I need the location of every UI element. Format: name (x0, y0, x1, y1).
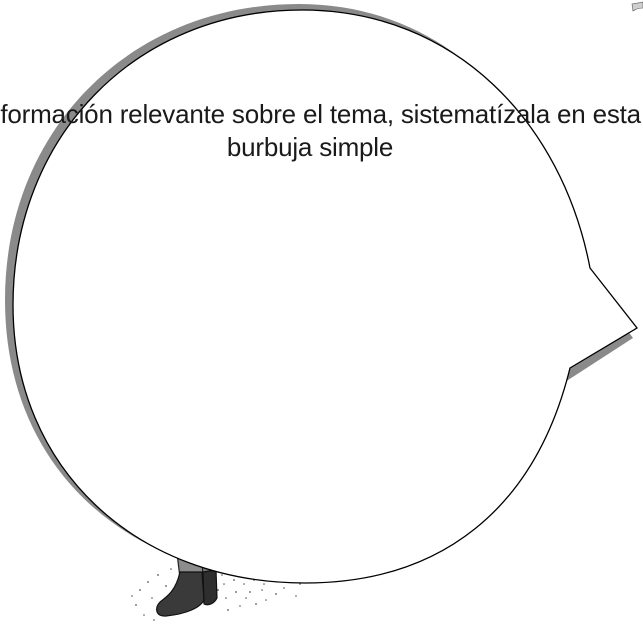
left-shoe-icon (156, 571, 205, 617)
corner-decoration-icon (631, 1, 643, 12)
bubble-text-line-2: burbuja simple (226, 132, 394, 162)
bubble-text: Información relevante sobre el tema, sis… (0, 98, 643, 164)
speech-bubble-icon (12, 9, 638, 584)
right-shoe-icon (202, 569, 218, 606)
bubble-text-line-1: Información relevante sobre el tema, sis… (0, 99, 641, 129)
